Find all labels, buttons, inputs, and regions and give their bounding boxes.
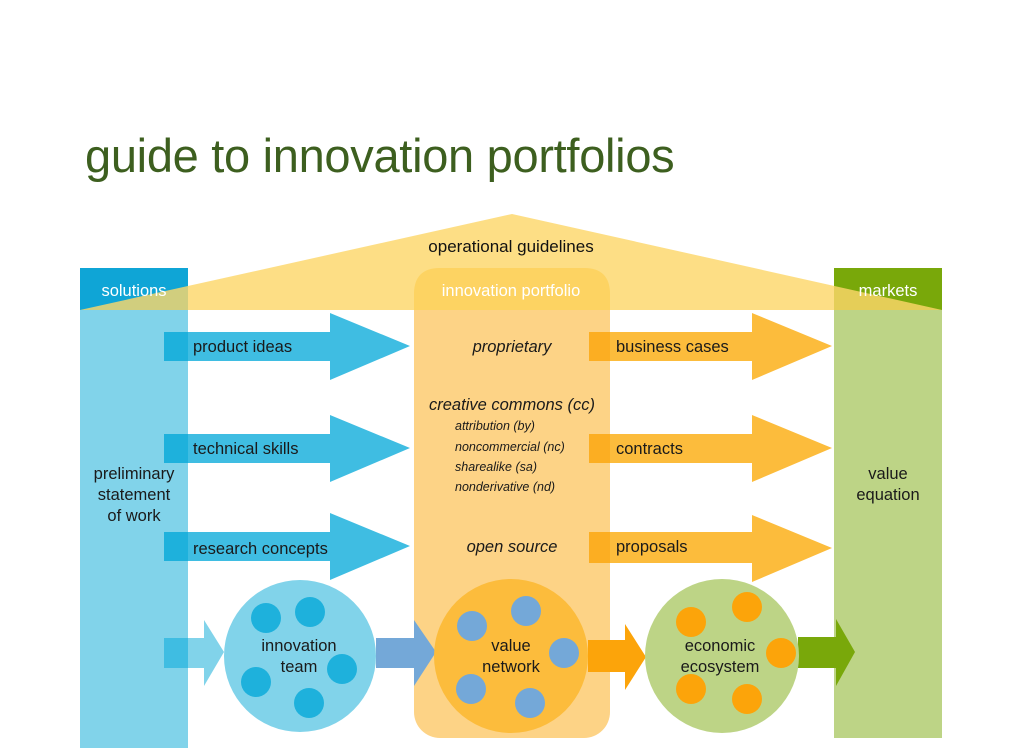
- cc-item: sharealike (sa): [455, 460, 537, 474]
- member-dot: [457, 611, 487, 641]
- member-dot: [732, 592, 762, 622]
- markets-body-text: value equation: [856, 465, 919, 504]
- markets-body-line: value: [868, 465, 907, 483]
- creative-commons-list: attribution (by) noncommercial (nc) shar…: [455, 419, 565, 494]
- flow-node-label: team: [281, 658, 318, 676]
- flow-node-label: value: [491, 637, 530, 655]
- license-proprietary: proprietary: [472, 338, 554, 356]
- operational-guidelines-label: operational guidelines: [428, 237, 593, 256]
- flow-node-innovation-team: innovation team: [224, 580, 376, 732]
- left-arrow-research-concepts: research concepts: [164, 513, 410, 580]
- markets-column: [834, 268, 942, 738]
- markets-label: markets: [859, 282, 918, 300]
- solutions-body-line: preliminary: [94, 465, 175, 483]
- flow-node-economic-ecosystem: economic ecosystem: [645, 579, 799, 733]
- flow-node-label: network: [482, 658, 541, 676]
- left-arrow-technical-skills: technical skills: [164, 415, 410, 482]
- page-title: guide to innovation portfolios: [85, 129, 675, 182]
- member-dot: [515, 688, 545, 718]
- member-dot: [549, 638, 579, 668]
- license-open-source: open source: [467, 538, 558, 556]
- member-dot: [295, 597, 325, 627]
- member-dot: [327, 654, 357, 684]
- arrow-label: contracts: [616, 440, 683, 458]
- flow-node-label: ecosystem: [681, 658, 760, 676]
- member-dot: [511, 596, 541, 626]
- member-dot: [676, 674, 706, 704]
- flow-arrow-solutions-to-team: [164, 620, 224, 686]
- right-arrow-proposals: proposals: [589, 515, 832, 582]
- member-dot: [294, 688, 324, 718]
- license-creative-commons: creative commons (cc): [429, 396, 595, 414]
- markets-body-line: equation: [856, 486, 919, 504]
- operational-guidelines-roof: [80, 214, 942, 310]
- flow-node-label: economic: [685, 637, 756, 655]
- member-dot: [732, 684, 762, 714]
- arrow-label: proposals: [616, 538, 688, 556]
- flow-node-value-network: value network: [434, 579, 588, 733]
- cc-item: nonderivative (nd): [455, 480, 555, 494]
- flow-arrow-team-to-network: [376, 620, 436, 686]
- left-arrow-product-ideas: product ideas: [164, 313, 410, 380]
- flow-node-label: innovation: [261, 637, 336, 655]
- solutions-body-line: of work: [107, 507, 161, 525]
- right-arrow-contracts: contracts: [589, 415, 832, 482]
- member-dot: [251, 603, 281, 633]
- member-dot: [456, 674, 486, 704]
- solutions-body-line: statement: [98, 486, 171, 504]
- member-dot: [676, 607, 706, 637]
- portfolio-label: innovation portfolio: [442, 282, 581, 300]
- cc-item: noncommercial (nc): [455, 440, 565, 454]
- solutions-label: solutions: [101, 282, 166, 300]
- arrow-label: product ideas: [193, 338, 292, 356]
- member-dot: [766, 638, 796, 668]
- cc-item: attribution (by): [455, 419, 535, 433]
- arrow-label: research concepts: [193, 540, 328, 558]
- member-dot: [241, 667, 271, 697]
- arrow-label: business cases: [616, 338, 729, 356]
- flow-arrow-ecosystem-to-markets: [798, 619, 855, 686]
- arrow-label: technical skills: [193, 440, 298, 458]
- solutions-body-text: preliminary statement of work: [94, 465, 175, 525]
- flow-arrow-network-to-ecosystem: [588, 624, 646, 690]
- right-arrow-business-cases: business cases: [589, 313, 832, 380]
